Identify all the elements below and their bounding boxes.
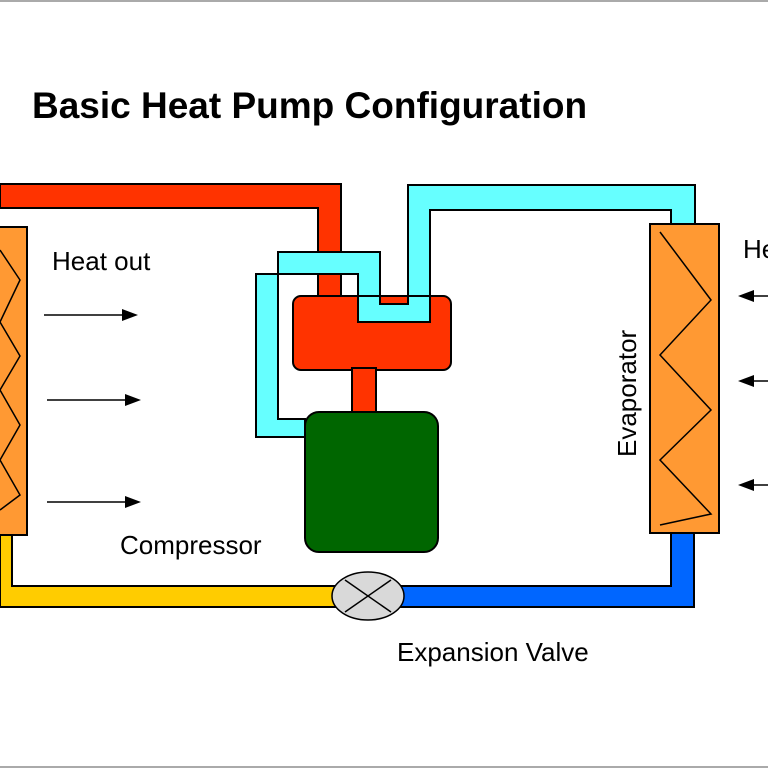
heat-in-label: Heat in (743, 234, 768, 264)
compressor-label: Compressor (120, 530, 262, 560)
compressor-shaft (351, 367, 377, 415)
heat-out-arrows (44, 309, 141, 508)
expansion-valve (331, 571, 405, 621)
compressor-suction-port (357, 295, 431, 323)
arrow-right-icon (47, 394, 141, 406)
evaporator-label: Evaporator (612, 329, 642, 457)
arrow-left-icon (738, 479, 768, 491)
evaporator-coil (649, 223, 720, 534)
compressor-body (304, 411, 439, 553)
liquid-line-cold (394, 531, 695, 608)
arrow-left-icon (738, 290, 768, 302)
condenser-coil (0, 226, 28, 536)
hot-gas-line (0, 183, 342, 298)
diagram-title: Basic Heat Pump Configuration (32, 85, 587, 126)
arrow-left-icon (738, 375, 768, 387)
expansion-valve-label: Expansion Valve (397, 637, 589, 667)
arrow-right-icon (47, 496, 141, 508)
heat-out-label: Heat out (52, 246, 151, 276)
arrow-right-icon (44, 309, 138, 321)
heat-in-arrows (738, 290, 768, 491)
